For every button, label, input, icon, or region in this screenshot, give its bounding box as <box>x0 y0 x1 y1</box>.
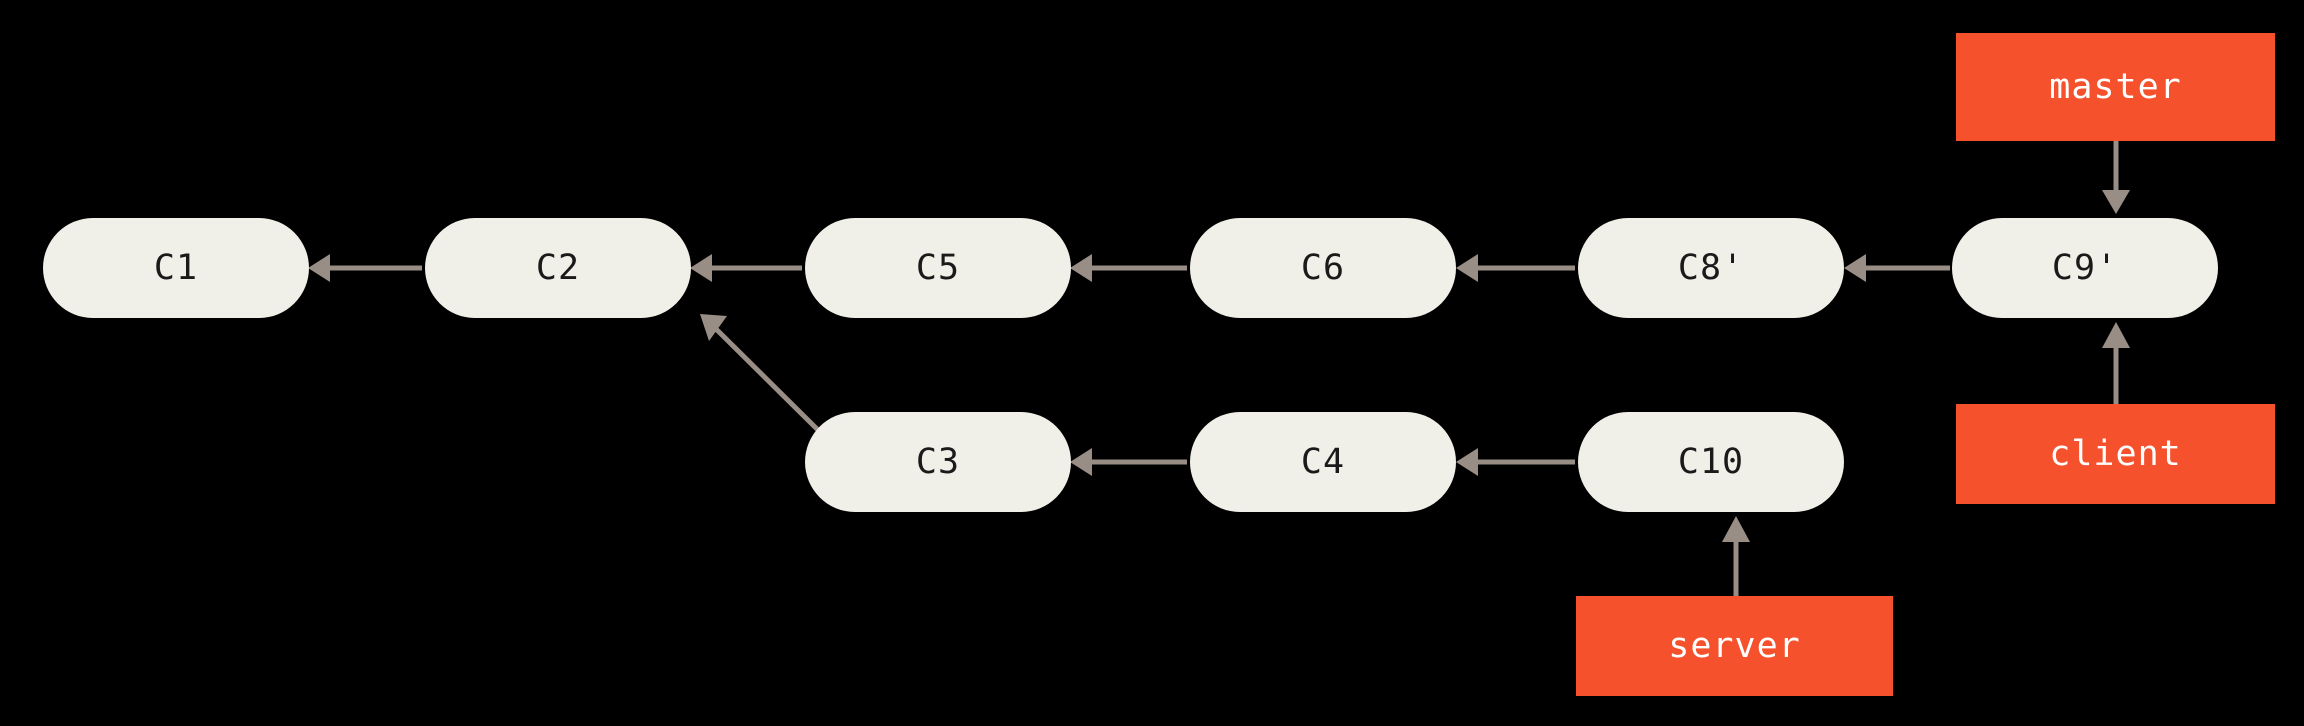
commit-node-c4[interactable]: C4 <box>1190 412 1456 512</box>
branch-label-client[interactable]: client <box>1956 404 2275 504</box>
edge-client-c9p <box>2102 322 2130 404</box>
edge-c2-c1 <box>308 254 422 282</box>
commit-node-c2[interactable]: C2 <box>425 218 691 318</box>
edge-server-c10 <box>1722 516 1750 596</box>
edge-c9p-c8p <box>1844 254 1950 282</box>
commit-node-c6[interactable]: C6 <box>1190 218 1456 318</box>
commit-node-c10[interactable]: C10 <box>1578 412 1844 512</box>
commit-node-c8-prime[interactable]: C8' <box>1578 218 1844 318</box>
branch-label-master[interactable]: master <box>1956 33 2275 141</box>
commit-node-c1[interactable]: C1 <box>43 218 309 318</box>
commit-node-c5[interactable]: C5 <box>805 218 1071 318</box>
edge-c8p-c6 <box>1456 254 1575 282</box>
edge-c5-c2 <box>690 254 802 282</box>
edge-c4-c3 <box>1070 448 1187 476</box>
branch-label-server[interactable]: server <box>1576 596 1893 696</box>
edge-c3-c2 <box>700 314 820 432</box>
commit-node-c9-prime[interactable]: C9' <box>1952 218 2218 318</box>
edge-c10-c4 <box>1456 448 1575 476</box>
edge-c6-c5 <box>1070 254 1187 282</box>
commit-node-c3[interactable]: C3 <box>805 412 1071 512</box>
edge-master-c9p <box>2102 141 2130 214</box>
